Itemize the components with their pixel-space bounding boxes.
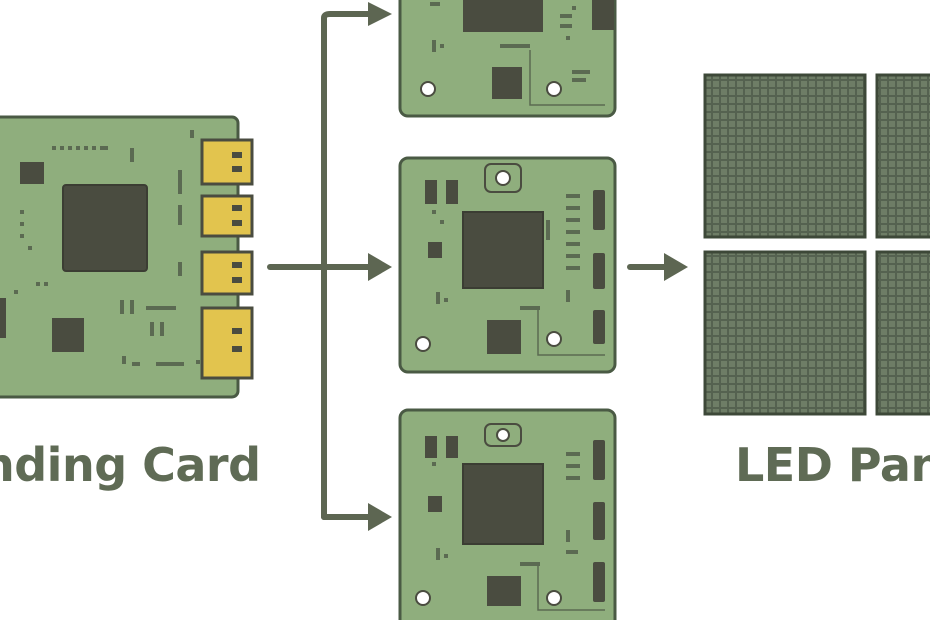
- connection-arrows: [267, 11, 671, 520]
- arrow-right-icon: [664, 253, 688, 281]
- arrow-branch-vertical: [321, 11, 375, 520]
- sending-card-small-chip: [52, 318, 84, 352]
- arrow-right-icon: [368, 2, 392, 26]
- led-module: [703, 250, 867, 416]
- sending-card-port: [200, 138, 254, 186]
- sending-card-small-chip: [20, 162, 44, 184]
- sending-card-port: [200, 306, 254, 380]
- led-module: [875, 73, 930, 239]
- receiving-card-bottom: [398, 408, 617, 625]
- led-panel: [703, 73, 930, 416]
- sending-card: [0, 115, 254, 399]
- arrow-right-icon: [368, 503, 392, 531]
- sending-card-port: [200, 194, 254, 238]
- sending-card-small-chip: [0, 298, 6, 338]
- led-panel-label: LED Pan: [735, 438, 930, 492]
- sending-card-port: [200, 250, 254, 296]
- sending-card-label: nding Card: [0, 438, 261, 492]
- receiving-card-middle: [398, 156, 617, 374]
- sending-card-main-chip: [62, 184, 148, 272]
- arrow-right-icon: [368, 253, 392, 281]
- led-module: [875, 250, 930, 416]
- receiving-card-top: [398, 0, 617, 118]
- led-module: [703, 73, 867, 239]
